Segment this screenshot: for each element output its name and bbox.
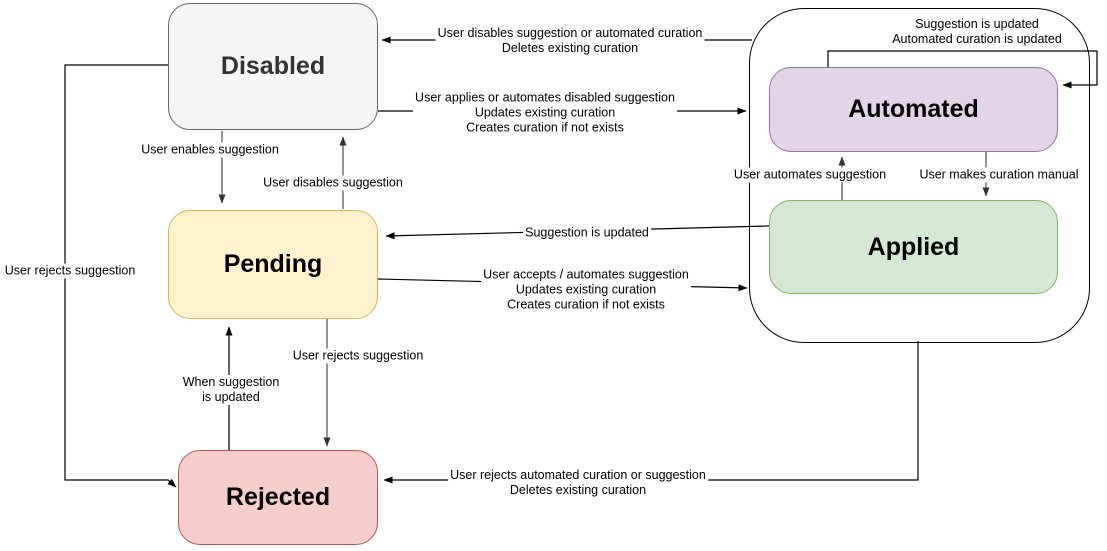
edge-label-disabled-to-rejected: User rejects suggestion	[2, 263, 138, 279]
edge-label-pending-to-rejected: User rejects suggestion	[290, 348, 426, 364]
edge-label-disabled-to-pending: User enables suggestion	[139, 142, 281, 158]
state-rejected: Rejected	[178, 450, 378, 545]
state-pending: Pending	[168, 210, 378, 319]
edge-label-applied-to-pending: Suggestion is updated	[523, 225, 651, 241]
state-automated-label: Automated	[848, 95, 979, 123]
state-applied-label: Applied	[867, 232, 960, 261]
edge-label-automated-to-applied: User makes curation manual	[917, 167, 1081, 183]
edge-label-pending-to-disabled: User disables suggestion	[261, 175, 405, 191]
edge-label-pending-to-group: User accepts / automates suggestion Upda…	[481, 267, 691, 313]
state-automated: Automated	[769, 67, 1058, 152]
edge-label-rejected-to-pending: When suggestion is updated	[180, 375, 282, 405]
state-pending-label: Pending	[223, 250, 323, 278]
state-applied: Applied	[769, 200, 1058, 294]
edge-label-group-to-disabled: User disables suggestion or automated cu…	[435, 26, 705, 56]
edge-label-automated-self-loop: Suggestion is updated Automated curation…	[890, 17, 1064, 47]
edge-label-applied-to-automated: User automates suggestion	[731, 167, 889, 183]
state-rejected-label: Rejected	[225, 483, 331, 511]
state-disabled: Disabled	[168, 3, 378, 130]
edge-label-group-to-rejected: User rejects automated curation or sugge…	[448, 468, 708, 498]
edge-automated-self-loop	[827, 50, 1098, 89]
edge-label-disabled-to-group: User applies or automates disabled sugge…	[413, 90, 677, 136]
edge-disabled-to-rejected	[64, 64, 177, 488]
edge-group-to-rejected	[383, 341, 919, 484]
state-disabled-label: Disabled	[220, 52, 326, 80]
